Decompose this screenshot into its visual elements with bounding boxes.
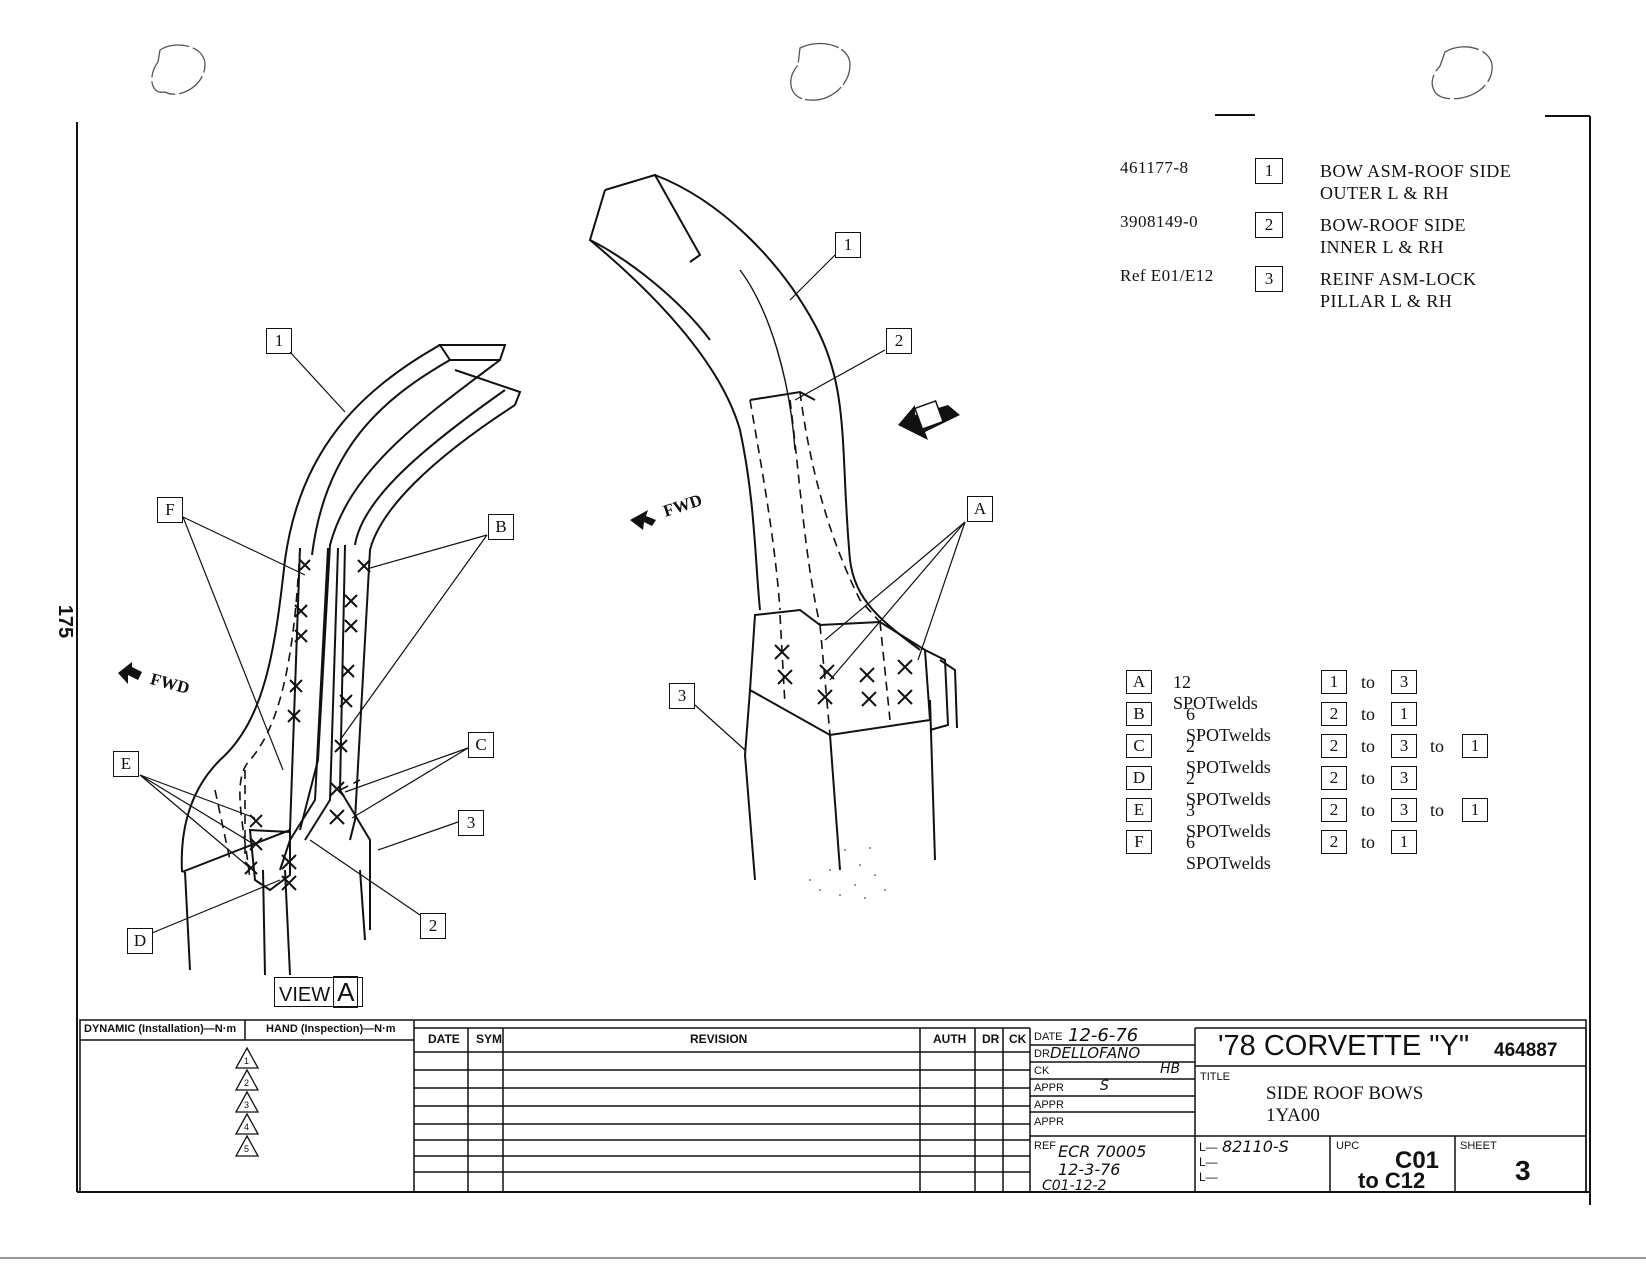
upc-to: to C12 [1358,1168,1426,1193]
triangle-label: 2 [244,1078,250,1088]
appr-label: APPR [1034,1099,1064,1111]
title-line: SIDE ROOF BOWS [1266,1083,1424,1104]
upc-label: UPC [1336,1140,1360,1152]
callout-2: 2 [886,328,912,354]
program-title: '78 CORVETTE "Y" [1218,1030,1470,1062]
sheet-label: SHEET [1460,1140,1497,1152]
part-ref: 1 [1255,158,1283,184]
drawing-number: 464887 [1494,1040,1558,1061]
triangle-label: 3 [244,1100,250,1110]
appr-label: APPR [1034,1116,1064,1128]
ref-value: 12-3-76 [1058,1160,1121,1179]
hand-torque-label: HAND (Inspection)—N·m [266,1023,396,1035]
part-ref: 2 [1255,212,1283,238]
part-number: Ref E01/E12 [1120,266,1214,285]
triangle-label: 5 [244,1144,250,1154]
rev-header-auth: AUTH [933,1032,967,1046]
date-label: DATE [1034,1031,1063,1043]
callout-c: C [468,732,494,758]
callout-e: E [113,751,139,777]
upc-from: C01 [1395,1147,1440,1174]
callout-1: 1 [266,328,292,354]
part-number: 461177-8 [1120,158,1189,177]
view-a-leaders [139,351,488,934]
main-weld-marks [774,644,913,707]
l-label: L— [1199,1170,1218,1184]
callout-b: B [488,514,514,540]
dr-value: DELLOFANO [1050,1044,1141,1062]
view-a-assembly [180,344,522,976]
callout-d: D [127,928,153,954]
dr-label: DR [1034,1048,1050,1060]
appr-label: APPR [1034,1082,1064,1094]
page-number: 175 [54,604,77,639]
part-ref: 3 [1255,266,1283,292]
title-block-grid [79,1019,1587,1193]
punch-holes [151,42,1493,101]
rev-header-ck: CK [1009,1032,1027,1046]
ref-value: ECR 70005 [1058,1142,1147,1161]
rev-header-revision: REVISION [690,1032,748,1046]
l-label: L— [1199,1155,1218,1169]
ref-value: C01-12-2 [1042,1178,1107,1194]
callout-2: 2 [420,913,446,939]
main-assembly [588,173,958,881]
title-label: TITLE [1200,1071,1230,1083]
sheet-value: 3 [1515,1155,1531,1186]
part-number: 3908149-0 [1120,212,1199,231]
main-leaders [694,254,966,751]
callout-3: 3 [458,810,484,836]
rev-header-date: DATE [428,1032,460,1046]
rev-header-dr: DR [982,1032,1000,1046]
ck-value: HB [1160,1061,1181,1077]
view-a-arrow-icon [898,399,960,440]
fwd-arrow-icon [118,510,656,684]
date-value: 12-6-76 [1068,1025,1139,1046]
ref-label: REF [1034,1140,1056,1152]
rev-header-sym: SYM [476,1032,503,1046]
stipple-shading [809,847,886,899]
callout-f: F [157,497,183,523]
view-a-weld-marks [244,559,371,891]
l-label: L— [1199,1140,1218,1154]
appr-value: S [1100,1078,1109,1094]
weld-legend: A 12 SPOTwelds 1 to 3 B 6 SPOTwelds 2 to… [1126,670,1526,873]
callout-a: A [967,496,993,522]
revision-triangles [234,1046,260,1157]
callout-3: 3 [669,683,695,709]
l-value: 82110-S [1222,1137,1289,1156]
main-hidden-lines [749,391,891,736]
title-line: 1YA00 [1266,1105,1320,1126]
callout-1: 1 [835,232,861,258]
triangle-label: 4 [244,1122,250,1132]
dynamic-torque-label: DYNAMIC (Installation)—N·m [84,1023,237,1035]
triangle-label: 1 [244,1056,250,1066]
ck-label: CK [1034,1065,1050,1077]
